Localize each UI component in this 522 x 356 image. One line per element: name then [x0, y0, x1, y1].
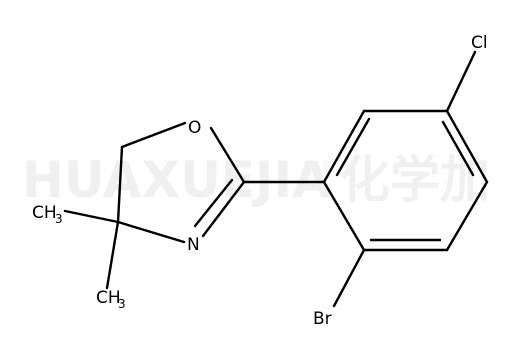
bond-c3-cl: [445, 50, 477, 113]
oxazoline-ring: [116, 121, 246, 244]
methyl-upper-main: CH: [32, 203, 57, 223]
watermark: HUAXUEJIA ® 化学加: [22, 151, 490, 209]
nitrogen-atom-label: N: [187, 235, 200, 255]
bond-cq-n: [116, 220, 186, 244]
bond-n-c2-outer: [201, 180, 246, 238]
bond-cq-methyl-upper: [63, 209, 120, 224]
bond-c1-c2: [322, 109, 366, 184]
watermark-latin: HUAXUEJIA: [22, 151, 331, 209]
bond-cq-methyl-lower: [105, 220, 120, 290]
dimethyl-bonds: [63, 209, 120, 290]
oxygen-atom-label: O: [188, 118, 201, 138]
methyl-lower-label: CH 3: [96, 288, 126, 311]
bond-ch2-cq: [116, 145, 124, 224]
bond-o-ch2: [120, 121, 187, 149]
methyl-upper-label: CH 3: [32, 203, 63, 226]
bond-c4-c5: [445, 180, 489, 252]
bond-c3-c4: [445, 109, 489, 184]
methyl-upper-subscript: 3: [55, 212, 63, 226]
methyl-lower-main: CH: [96, 288, 121, 308]
methyl-lower-subscript: 3: [118, 297, 126, 311]
bond-c3-c4-double: [441, 120, 475, 177]
bond-c6-br: [332, 248, 366, 308]
bond-c1-c2-double: [335, 117, 371, 177]
watermark-cjk: 化学加: [340, 151, 490, 209]
bond-c2-o: [209, 126, 246, 184]
bond-n-c2-inner: [193, 178, 234, 228]
bond-c6-c1: [322, 180, 366, 252]
bromine-atom-label: Br: [313, 309, 332, 329]
chlorine-atom-label: Cl: [471, 33, 488, 53]
benzene-ring: [322, 109, 489, 252]
